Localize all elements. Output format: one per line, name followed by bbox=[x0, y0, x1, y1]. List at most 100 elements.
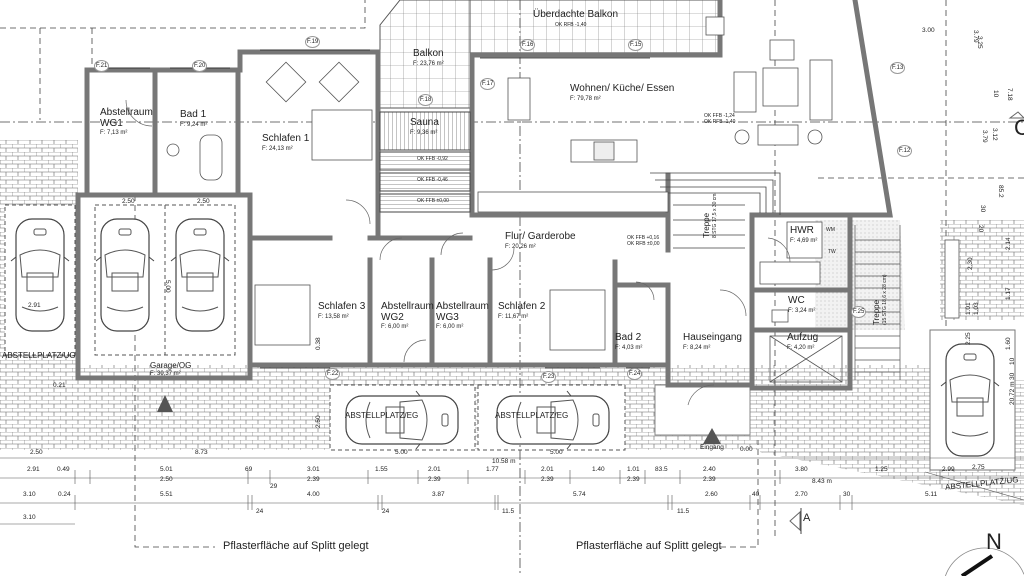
dimension-label: 2.91 bbox=[27, 466, 40, 473]
annotation-washer: WM bbox=[826, 227, 835, 233]
dimension-label: 3.12 bbox=[991, 128, 998, 141]
dimension-label: 5.11 bbox=[925, 491, 938, 498]
annotation-parking-eg-2: ABSTELLPLATZ/EG bbox=[495, 411, 569, 420]
dimension-label: 3.00 bbox=[922, 27, 935, 34]
dimension-label: 3.01 bbox=[307, 466, 320, 473]
dimension-label: 1.77 bbox=[486, 466, 499, 473]
room-label: Überdachte Balkon bbox=[533, 9, 619, 22]
annotation-entrance-level: 0.00 bbox=[740, 446, 753, 453]
dimension-label: 85.2 bbox=[997, 185, 1004, 198]
room-area: F: 24,13 m² bbox=[262, 145, 293, 152]
annotation-dryer: TW bbox=[828, 249, 836, 255]
window-tag: F.15 bbox=[628, 39, 644, 52]
dimension-label: 30 bbox=[1009, 372, 1016, 380]
dimension-label: 10.58 m bbox=[492, 458, 516, 465]
outer-stair bbox=[854, 225, 901, 380]
dimension-label: 3.80 bbox=[795, 466, 808, 473]
window-tag: F.21 bbox=[94, 60, 110, 73]
window-tag: F.18 bbox=[418, 94, 434, 107]
dimension-label: 1.17 bbox=[1005, 287, 1012, 300]
window-tag: F.19 bbox=[305, 36, 321, 49]
section-c-marker bbox=[1008, 111, 1024, 119]
dimension-label: 1.01 bbox=[965, 302, 972, 315]
room-area: F: 20,26 m² bbox=[505, 243, 536, 250]
dimension-label: 24 bbox=[382, 508, 390, 515]
dimension-label: 29 bbox=[270, 483, 278, 490]
level-marker: OK FFB -0,46 bbox=[417, 177, 448, 183]
room-area: F: 8,24 m² bbox=[683, 344, 711, 351]
dimension-label: 2.39 bbox=[627, 476, 640, 483]
dimension-label: 2.50 bbox=[122, 198, 135, 205]
dimension-label: 1.60 bbox=[1005, 337, 1012, 350]
level-marker: OK FFB ±0,00 bbox=[417, 198, 449, 204]
dimension-label: 30 bbox=[843, 491, 851, 498]
room-name: Überdachte Balkon bbox=[533, 9, 619, 20]
room-area: F: 4,20 m² bbox=[787, 344, 815, 351]
room-name: Abstellraum WG1 bbox=[100, 107, 153, 129]
level-marker: OK FFB -1,24 OK RFB -1,40 bbox=[704, 113, 736, 125]
room-area: F: 11,67 m² bbox=[498, 313, 529, 320]
dimension-label: 11.5 bbox=[677, 508, 690, 515]
dimension-label: 3.10 bbox=[23, 514, 36, 521]
room-name: Bad 1 bbox=[180, 109, 207, 120]
annotation-stair-outer: Treppe bbox=[872, 299, 881, 325]
room-name: Aufzug bbox=[787, 332, 819, 343]
dimension-label: 2.50 bbox=[197, 198, 210, 205]
window-tag: F.24 bbox=[627, 368, 643, 381]
sauna-step-1 bbox=[379, 151, 471, 171]
window-tag: F.17 bbox=[480, 78, 496, 91]
dimension-label: 11.5 bbox=[502, 508, 515, 515]
dimension-label: 7.18 bbox=[1006, 88, 1013, 101]
room-area: F: 6,00 m² bbox=[381, 324, 409, 330]
dimension-label: 1.03 bbox=[973, 302, 980, 315]
dimension-label: 1.40 bbox=[592, 466, 605, 473]
room-name: Bad 2 bbox=[615, 332, 642, 343]
dimension-label: 2.75 bbox=[972, 464, 985, 471]
dimension-label: 69 bbox=[245, 466, 253, 473]
dimension-label: 5.00 bbox=[164, 280, 171, 293]
covered-balcony-tiles bbox=[469, 0, 721, 56]
door-swings bbox=[125, 99, 791, 406]
dimension-label: 2.50 bbox=[315, 415, 322, 428]
annotation-paving-right: Pflasterfläche auf Splitt gelegt bbox=[576, 540, 722, 552]
room-name: WC bbox=[788, 295, 805, 306]
sauna-step-2 bbox=[379, 172, 471, 192]
room-area: F: 79,78 m² bbox=[570, 95, 601, 102]
dimension-label: 24 bbox=[256, 508, 264, 515]
room-name: Schlafen 2 bbox=[498, 301, 546, 312]
annotation-stair-inner: Treppe bbox=[702, 212, 711, 238]
room-area: F: 3,24 m² bbox=[788, 307, 816, 314]
dimension-label: 10 bbox=[1009, 357, 1016, 365]
dimension-label: 3.87 bbox=[432, 491, 445, 498]
dimension-label: 30 bbox=[979, 205, 986, 213]
dimension-label: 2.39 bbox=[428, 476, 441, 483]
dimension-label: 5.00 bbox=[395, 449, 408, 456]
dimension-label: 5.01 bbox=[160, 466, 173, 473]
slope-line bbox=[924, 471, 1024, 501]
sauna-bench bbox=[379, 111, 471, 151]
dimension-label: 2.91 bbox=[28, 302, 41, 309]
room-name: Balkon bbox=[413, 48, 444, 59]
room-name: Abstellraum WG2 bbox=[381, 301, 434, 323]
dimension-label: 2.25 bbox=[965, 332, 972, 345]
dimension-label: 2.99 bbox=[942, 466, 955, 473]
dimension-label: 3.79 bbox=[981, 130, 988, 143]
annotation-stair-inner-spec: 8 STG 17,5 x 30 cm bbox=[712, 193, 718, 238]
room-name: Abstellraum WG3 bbox=[436, 301, 489, 323]
annotation-entrance: Eingang bbox=[700, 444, 724, 451]
dimension-label: 2.01 bbox=[428, 466, 441, 473]
room-name: Hauseingang bbox=[683, 332, 742, 343]
north-arrow-icon bbox=[960, 554, 994, 576]
dimension-label: 2.14 bbox=[1005, 237, 1012, 250]
